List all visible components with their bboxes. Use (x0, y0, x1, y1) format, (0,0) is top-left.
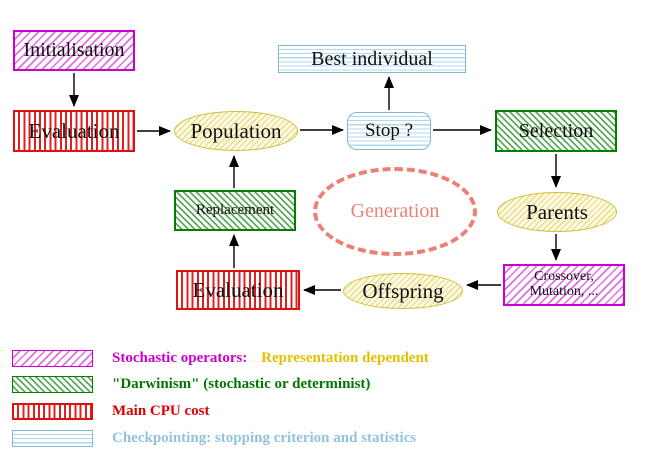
generation-cycle-ellipse: Generation (313, 167, 477, 256)
node-offspring: Offspring (343, 273, 463, 309)
node-evaluation-top: Evaluation (13, 110, 135, 152)
legend-label-representation-dependent: Representation dependent (261, 350, 429, 366)
node-initialisation-label: Initialisation (23, 39, 125, 61)
legend-text-darwinism: "Darwinism" (stochastic or determinist) (112, 377, 370, 392)
legend-text-cpu-cost: Main CPU cost (112, 404, 210, 419)
node-evaluation-bottom: Evaluation (176, 270, 300, 310)
node-parents: Parents (497, 192, 617, 232)
node-stop-label: Stop ? (364, 120, 414, 142)
legend-item-stochastic-operators: Stochastic operators: Representation dep… (12, 350, 429, 367)
node-crossover-label-line2: Mutation, ... (529, 284, 599, 299)
legend-label-darwinism: "Darwinism" (stochastic or determinist) (112, 376, 371, 392)
node-initialisation: Initialisation (13, 30, 135, 71)
legend-text-stochastic: Stochastic operators: Representation dep… (112, 351, 429, 366)
node-replacement: Replacement (174, 190, 296, 231)
node-population-label: Population (190, 118, 282, 143)
cyan-horizontal-stripes-swatch (12, 430, 93, 447)
legend-item-main-cpu-cost: Main CPU cost (12, 403, 210, 420)
node-replacement-label: Replacement (195, 201, 275, 218)
node-population: Population (174, 111, 298, 151)
magenta-diagonal-hatch-swatch (12, 350, 93, 367)
node-parents-label: Parents (526, 199, 588, 224)
node-offspring-label: Offspring (362, 278, 444, 303)
legend-label-main-cpu-cost: Main CPU cost (112, 403, 210, 419)
green-diagonal-hatch-swatch (12, 376, 93, 393)
node-evaluation-top-label: Evaluation (28, 118, 120, 143)
legend-item-checkpointing: Checkpointing: stopping criterion and st… (12, 430, 416, 447)
node-crossover-mutation: Crossover, Mutation, ... (503, 264, 625, 306)
node-crossover-label-line1: Crossover, (534, 269, 594, 285)
legend-label-checkpointing: Checkpointing: stopping criterion and st… (112, 430, 417, 446)
node-selection: Selection (495, 110, 617, 152)
node-stop: Stop ? (347, 112, 431, 150)
node-evaluation-bottom-label: Evaluation (192, 277, 284, 302)
node-selection-label: Selection (518, 119, 594, 142)
node-best-individual-label: Best individual (311, 47, 433, 70)
red-vertical-stripes-swatch (12, 403, 93, 420)
generation-label: Generation (350, 200, 440, 222)
node-best-individual: Best individual (278, 45, 466, 73)
legend-label-stochastic-operators: Stochastic operators: (112, 350, 248, 366)
legend-text-checkpointing: Checkpointing: stopping criterion and st… (112, 431, 416, 446)
legend-item-darwinism: "Darwinism" (stochastic or determinist) (12, 376, 370, 393)
